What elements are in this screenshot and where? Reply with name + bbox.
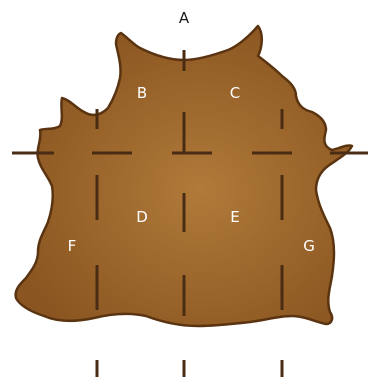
region-label-c: C <box>230 84 240 102</box>
region-label-b: B <box>137 84 147 102</box>
region-label-f: F <box>68 237 77 255</box>
region-label-g: G <box>303 237 315 255</box>
region-label-a: A <box>179 9 190 27</box>
region-label-e: E <box>230 208 239 226</box>
region-label-d: D <box>136 208 148 226</box>
